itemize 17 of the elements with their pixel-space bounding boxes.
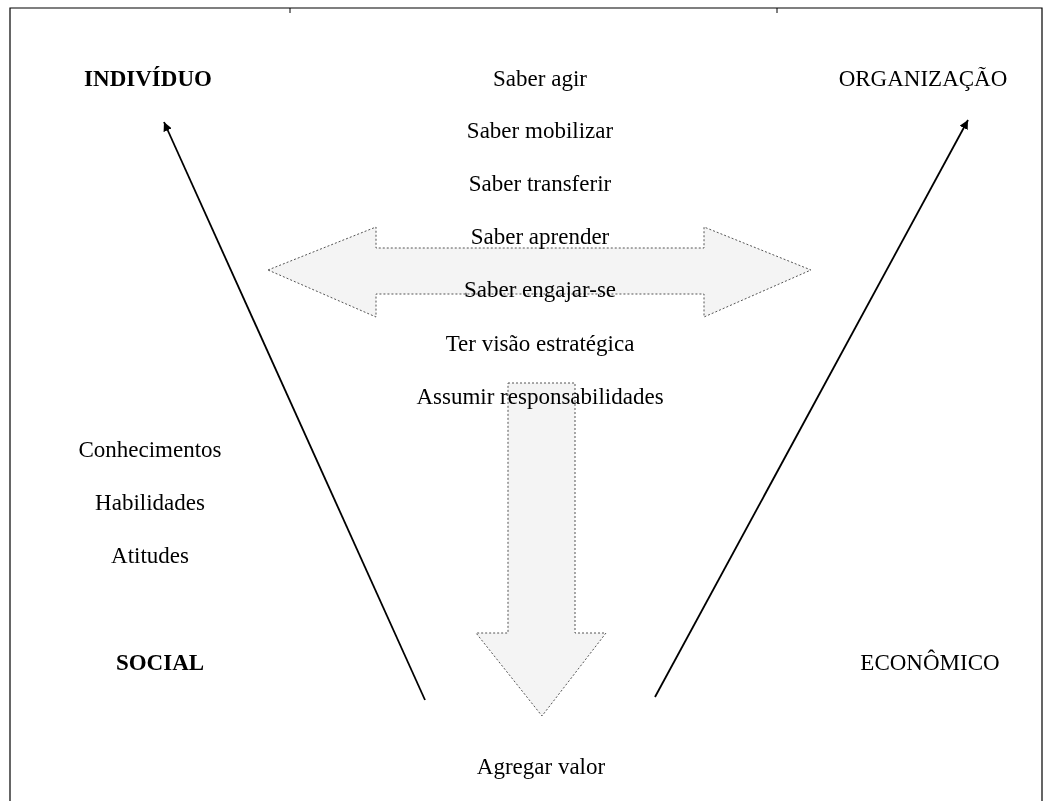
text-label: Saber transferir — [468, 171, 612, 197]
text-label: Saber aprender — [470, 224, 610, 250]
node-label: ECONÔMICO — [860, 650, 1000, 676]
text-label: Ter visão estratégica — [445, 331, 635, 357]
text-label: Assumir responsabilidades — [416, 384, 664, 410]
arrow — [654, 119, 969, 698]
text-label: Saber mobilizar — [466, 118, 614, 144]
node-label: ORGANIZAÇÃO — [838, 66, 1008, 92]
text-label: Atitudes — [111, 543, 189, 569]
arrow — [163, 121, 426, 701]
node-label: SOCIAL — [115, 650, 205, 676]
text-label: Habilidades — [95, 490, 205, 516]
node-label: INDIVÍDUO — [84, 66, 212, 92]
text-label: Conhecimentos — [78, 437, 222, 463]
node-label: Agregar valor — [476, 754, 606, 780]
text-label: Saber engajar-se — [463, 277, 617, 303]
text-label: Saber agir — [493, 66, 587, 92]
